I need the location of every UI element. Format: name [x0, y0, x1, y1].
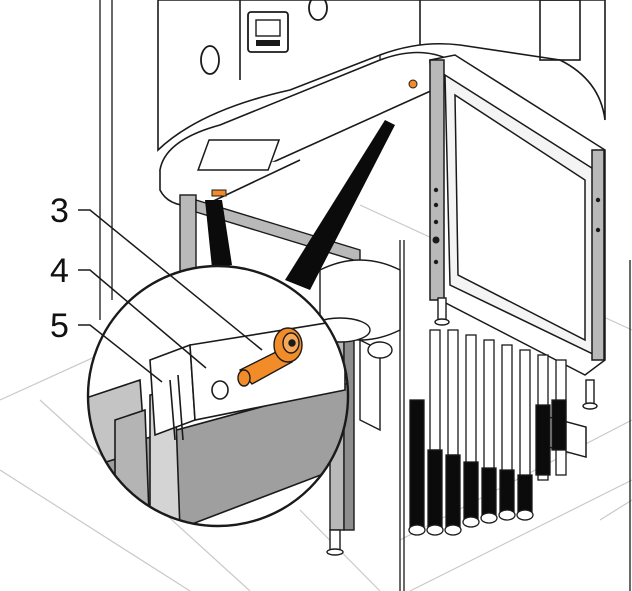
leader-line-3: [78, 209, 263, 351]
leader-line-4: [78, 269, 207, 369]
detail-magnifier: [86, 264, 350, 528]
callout-5: 5: [50, 307, 69, 345]
zoom-wedges: [205, 120, 395, 290]
callout-4: 4: [50, 252, 69, 290]
support-feet: [326, 297, 598, 556]
knob-right: [308, 0, 328, 21]
control-panel: [247, 11, 289, 53]
access-frame: [429, 54, 606, 458]
knob-left: [200, 45, 220, 75]
leader-lines: [78, 209, 263, 383]
flexible-hoses: [408, 329, 567, 536]
leader-line-5: [78, 324, 163, 383]
screw-component: [237, 327, 303, 387]
pipework: [309, 259, 401, 432]
frame-post-holes: [432, 187, 601, 265]
callout-3: 3: [50, 192, 69, 230]
highlight-marks: [211, 79, 418, 197]
